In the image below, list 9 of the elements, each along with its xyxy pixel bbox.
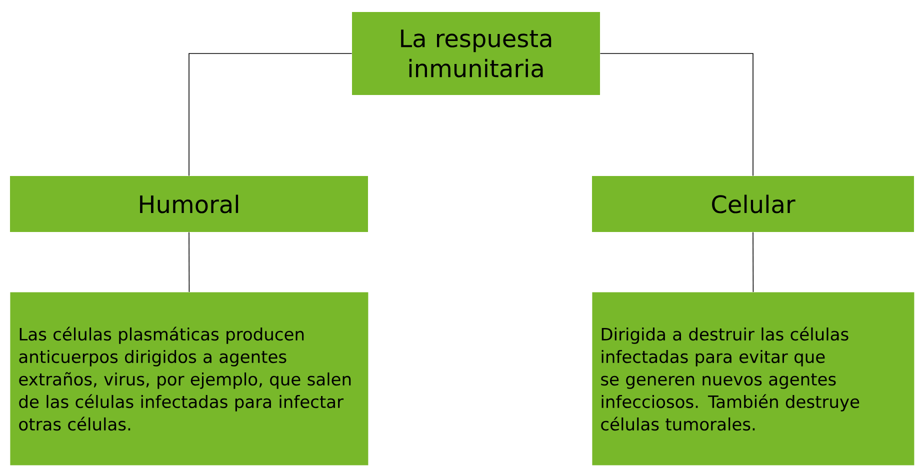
description-box: Dirigida a destruir las células infectadas para evitar que se generen nuevos agentes infecciosos. También destruye células tumorales. bbox=[592, 292, 914, 466]
connector-line bbox=[752, 232, 754, 292]
connector-line bbox=[188, 53, 352, 176]
description-box: Las células plasmáticas producen anticuerpos dirigidos a agentes extraños, virus, por ejemplo, que salen de las células infectadas para infectar otras células. bbox=[10, 292, 368, 466]
title-box: La respuesta inmunitaria bbox=[352, 12, 600, 95]
connector-line bbox=[188, 232, 190, 292]
category-box: Humoral bbox=[10, 176, 368, 232]
connector-line bbox=[600, 53, 754, 176]
category-box: Celular bbox=[592, 176, 914, 232]
